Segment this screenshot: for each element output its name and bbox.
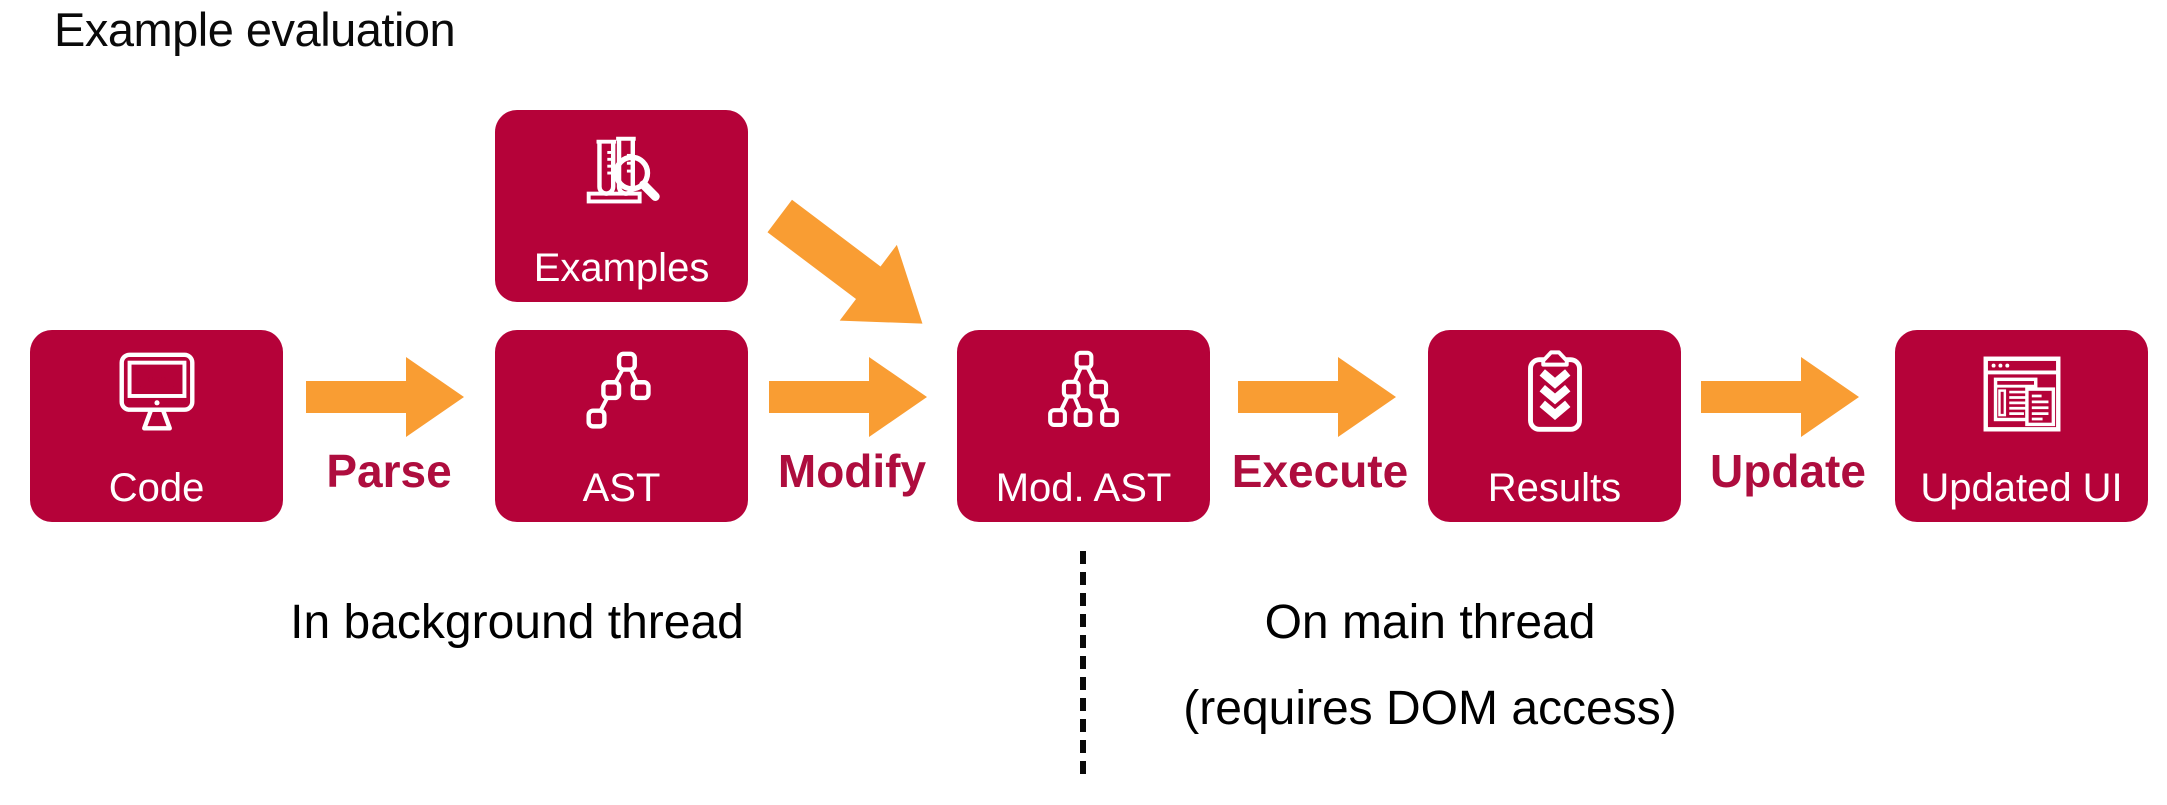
background-thread-text: In background thread	[290, 596, 744, 649]
node-code: Code	[30, 330, 283, 522]
node-label-code: Code	[108, 466, 205, 510]
node-ast: AST	[495, 330, 748, 522]
main-thread-label: On main thread (requires DOM access)	[1108, 580, 1752, 752]
code-monitor-icon	[119, 352, 194, 431]
node-label-ast: AST	[582, 466, 661, 510]
node-label-updatedui: Updated UI	[1920, 466, 2123, 510]
execute-label: Execute	[1231, 445, 1409, 497]
node-modast: Mod. AST	[957, 330, 1210, 522]
thread-divider-dotted-line	[1080, 551, 1086, 779]
node-results: Results	[1428, 330, 1681, 522]
node-updatedui: Updated UI	[1895, 330, 2148, 522]
parse-label: Parse	[326, 445, 452, 497]
execute-arrow	[1238, 357, 1396, 437]
parse-arrow	[306, 357, 464, 437]
examples-to-modast-arrow	[767, 199, 923, 324]
node-label-examples: Examples	[533, 246, 710, 290]
update-label: Update	[1710, 445, 1866, 497]
main-thread-line1: On main thread	[1264, 596, 1596, 649]
browser-window-icon	[1983, 356, 2060, 432]
test-tubes-magnifier-icon	[586, 136, 660, 204]
modify-arrow	[769, 357, 927, 437]
node-label-results: Results	[1487, 466, 1622, 510]
node-examples: Examples	[495, 110, 748, 302]
ast-tree-icon	[585, 351, 651, 429]
modify-label: Modify	[777, 445, 927, 497]
background-thread-label: In background thread	[187, 580, 847, 666]
page-title: Example evaluation	[54, 3, 456, 56]
main-thread-line2: (requires DOM access)	[1183, 682, 1677, 735]
node-label-modast: Mod. AST	[995, 466, 1172, 510]
modified-ast-tree-icon	[1047, 350, 1119, 427]
results-clipboard-icon	[1527, 350, 1582, 432]
update-arrow	[1701, 357, 1859, 437]
